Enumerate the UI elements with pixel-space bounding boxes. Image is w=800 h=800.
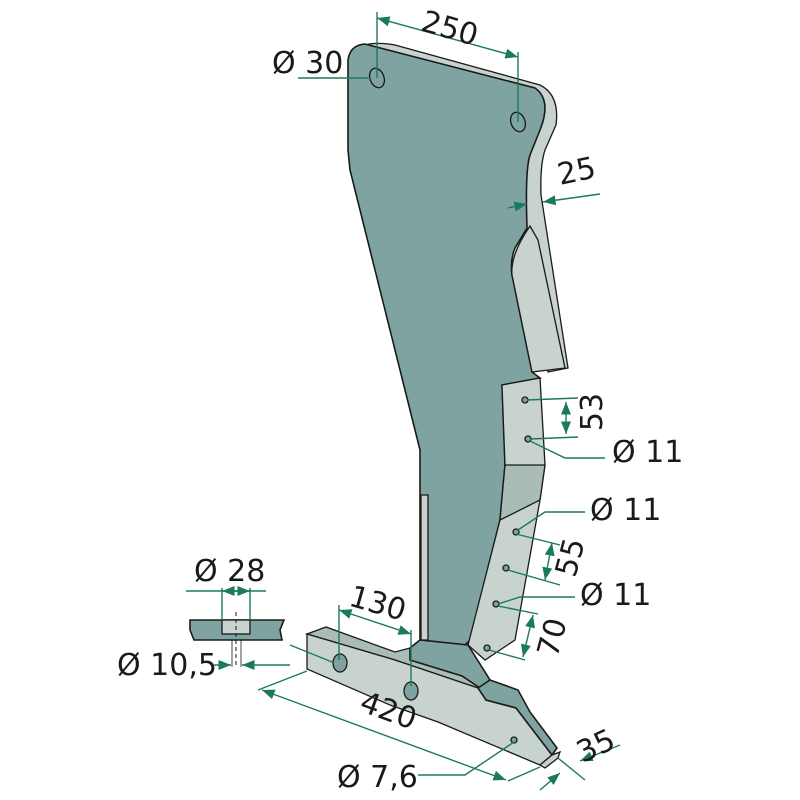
dim-35: 35 — [571, 722, 620, 770]
tip-hole — [510, 736, 518, 744]
dimension-lines — [186, 12, 621, 791]
dim-tip-hole-diameter: Ø 7,6 — [337, 760, 418, 795]
base-share — [304, 626, 562, 769]
dim-lower-hole-diameter: Ø 11 — [580, 578, 651, 613]
dim-53: 53 — [575, 393, 610, 431]
lower-strip-shade — [499, 464, 546, 522]
upright-plate — [347, 42, 569, 661]
dim-section-bore: Ø 10,5 — [117, 648, 217, 683]
dim-25: 25 — [554, 151, 599, 193]
dim-top-hole-diameter: Ø 30 — [272, 46, 343, 81]
dim-70: 70 — [531, 615, 575, 661]
dim-55: 55 — [549, 535, 593, 581]
section-detail — [189, 612, 286, 667]
dim-middle-hole-diameter: Ø 11 — [590, 493, 661, 528]
plate-slot — [420, 494, 429, 641]
dim-section-diameter: Ø 28 — [194, 554, 265, 589]
dim-upper-hole-diameter: Ø 11 — [612, 435, 683, 470]
dim-130: 130 — [345, 579, 410, 628]
dim-250: 250 — [417, 4, 482, 53]
base-hole-1 — [332, 653, 348, 673]
tip-end — [538, 750, 562, 769]
plate-wear-strip — [511, 224, 566, 373]
